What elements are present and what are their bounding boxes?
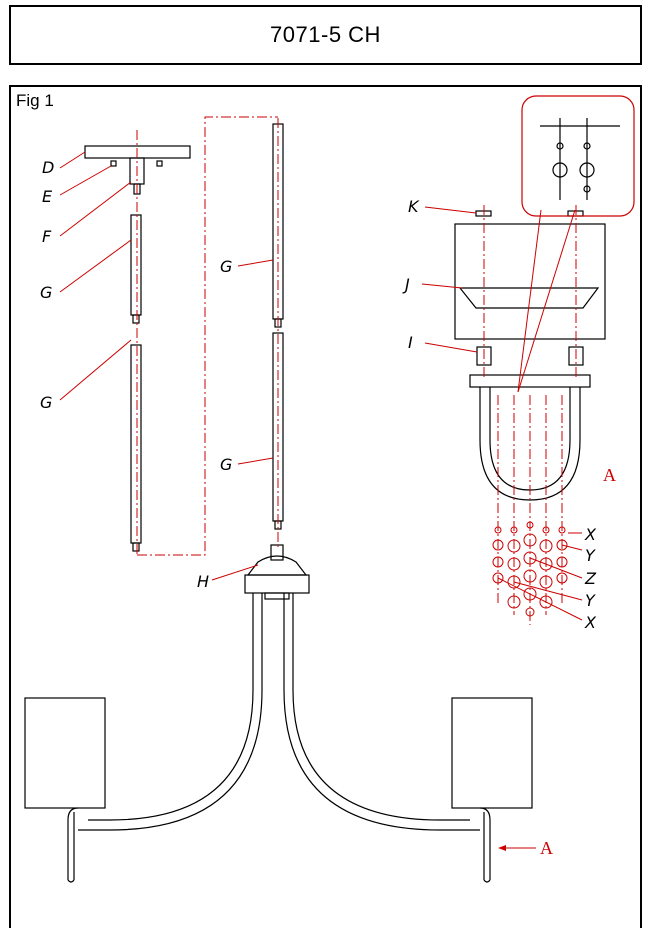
connector-path bbox=[137, 116, 278, 556]
label-z: Z bbox=[584, 569, 597, 588]
left-arm-inner bbox=[78, 593, 263, 831]
arrowhead bbox=[498, 845, 506, 851]
hub-body bbox=[244, 574, 310, 594]
detail-bubble bbox=[521, 95, 635, 217]
title-box: 7071-5 CH bbox=[9, 5, 642, 65]
hub-dome bbox=[246, 555, 308, 576]
label-f: F bbox=[42, 227, 52, 246]
crystal-plate bbox=[469, 374, 591, 388]
label-a-1: A bbox=[603, 465, 616, 485]
label-k: K bbox=[408, 197, 420, 216]
rod-g-2 bbox=[130, 344, 142, 544]
label-y-2: Y bbox=[585, 591, 596, 610]
right-arm-inner bbox=[283, 593, 480, 831]
bobeche-j-box bbox=[454, 223, 606, 340]
hub-top bbox=[270, 544, 284, 561]
label-y-1: Y bbox=[585, 546, 596, 565]
label-g-2: G bbox=[40, 393, 52, 412]
bobeche-j-inner bbox=[458, 287, 600, 309]
rod-g-1-tip bbox=[132, 314, 140, 324]
label-g-1: G bbox=[40, 283, 52, 302]
label-d: D bbox=[42, 158, 54, 177]
label-e: E bbox=[42, 187, 53, 206]
right-shade bbox=[451, 697, 533, 809]
rod-g-2-tip bbox=[132, 542, 140, 552]
hub-base bbox=[264, 592, 290, 600]
figure-frame: Fig 1 bbox=[9, 85, 642, 928]
socket-i-left bbox=[476, 346, 492, 366]
canopy-screw-right bbox=[156, 160, 163, 167]
label-h: H bbox=[197, 572, 209, 591]
right-candle-rod bbox=[479, 807, 491, 880]
label-g-3: G bbox=[220, 257, 232, 276]
socket-i-right bbox=[568, 346, 584, 366]
label-j: J bbox=[402, 275, 410, 294]
label-g-4: G bbox=[220, 455, 232, 474]
left-candle-rod bbox=[67, 807, 79, 880]
label-a-2: A bbox=[540, 838, 553, 858]
canopy-screw-left bbox=[110, 160, 117, 167]
page-title: 7071-5 CH bbox=[270, 22, 381, 47]
label-x-2: X bbox=[584, 613, 597, 632]
label-x-1: X bbox=[584, 525, 597, 544]
rod-g-1 bbox=[130, 214, 142, 316]
label-i: I bbox=[408, 333, 413, 352]
left-arm-outer bbox=[88, 593, 254, 821]
right-arm-outer bbox=[292, 593, 470, 821]
figure-label: Fig 1 bbox=[16, 91, 54, 110]
left-shade bbox=[24, 697, 106, 809]
